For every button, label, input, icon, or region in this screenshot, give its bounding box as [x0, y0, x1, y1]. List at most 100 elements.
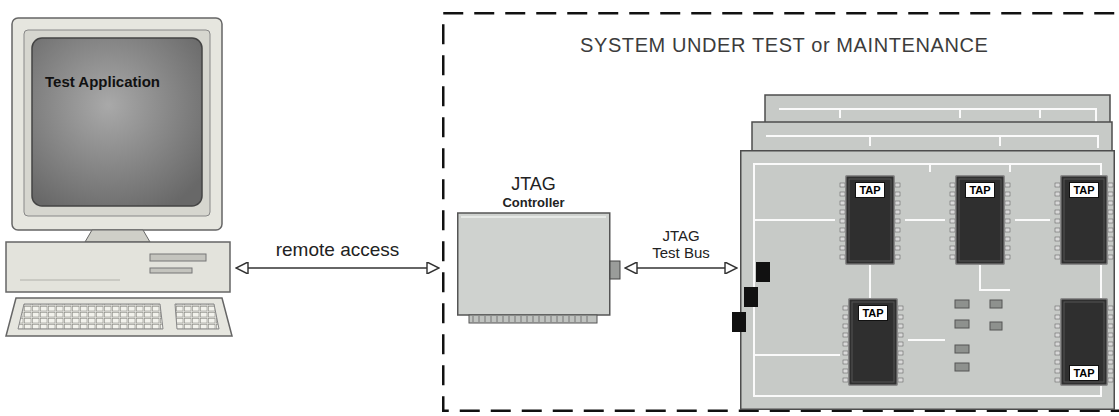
- drive-slot: [150, 254, 206, 261]
- chip-pin: [895, 237, 900, 241]
- chip-pin: [1005, 228, 1010, 232]
- chip-pin: [1108, 219, 1113, 223]
- tap-chip: TAP: [845, 175, 895, 265]
- chip-pin: [1055, 246, 1060, 250]
- edge-finger: [503, 316, 504, 322]
- tap-label: TAP: [855, 182, 884, 198]
- text-group: TAP: [845, 180, 895, 198]
- edge-connector: [469, 315, 597, 323]
- chip-pin: [1005, 219, 1010, 223]
- controller-edge: [461, 216, 606, 218]
- chip-body: [956, 176, 1005, 265]
- edge-finger: [545, 316, 546, 322]
- edge-finger: [575, 316, 576, 322]
- smd-component: [955, 345, 969, 353]
- bus-arrow: [625, 267, 737, 269]
- board-trace: [754, 164, 1101, 396]
- monitor-stand: [85, 230, 150, 242]
- chip-pin: [1108, 210, 1113, 214]
- text-group: TAP: [1060, 180, 1108, 198]
- chip-pin: [950, 219, 955, 223]
- monitor-bezel: [24, 30, 210, 216]
- chip-pin: [950, 192, 955, 196]
- chip-pin: [950, 210, 955, 214]
- computer-shape: [3, 15, 233, 338]
- chip-pin: [898, 333, 903, 337]
- edge-finger: [569, 316, 570, 322]
- chip-pin: [1055, 315, 1060, 319]
- chip-pin: [950, 246, 955, 250]
- edge-finger: [587, 316, 588, 322]
- chip-pin: [843, 369, 848, 373]
- circuit-board: TAP TAP TAP TAP TAP: [740, 150, 1115, 410]
- chip-body: [1061, 299, 1108, 386]
- chip-pin: [1055, 228, 1060, 232]
- chip-pin: [1055, 369, 1060, 373]
- chip-pin: [1055, 306, 1060, 310]
- chip-pin: [1005, 210, 1010, 214]
- chip-pin: [1055, 201, 1060, 205]
- chip-pin: [843, 342, 848, 346]
- edge-label: remote access: [274, 239, 402, 261]
- chip-pin: [1055, 192, 1060, 196]
- chip-pin: [840, 192, 845, 196]
- smd-component: [990, 322, 1002, 330]
- chip-pin: [1055, 333, 1060, 337]
- chip-pin: [950, 237, 955, 241]
- chip-inner: [1064, 179, 1104, 261]
- chip-pin: [898, 369, 903, 373]
- computer-node: Test Application: [3, 15, 233, 338]
- chip-pin: [840, 210, 845, 214]
- edge-finger: [539, 316, 540, 322]
- chip-pin: [1108, 378, 1113, 382]
- chip-pin: [1005, 183, 1010, 187]
- board-edge-connector: [732, 312, 746, 332]
- edge-finger: [551, 316, 552, 322]
- bus-arrow: [236, 267, 439, 269]
- smd-component: [955, 300, 969, 308]
- edge-finger: [521, 316, 522, 322]
- jtag-controller: JTAGController: [457, 175, 622, 330]
- tap-label: TAP: [965, 182, 994, 198]
- smd-component: [955, 320, 969, 328]
- chip-pin: [895, 246, 900, 250]
- chip-pin: [1055, 351, 1060, 355]
- edge-finger: [581, 316, 582, 322]
- text-group: TAP: [955, 180, 1005, 198]
- chip-pin: [1108, 246, 1113, 250]
- chip-pin: [1055, 237, 1060, 241]
- edge-finger: [527, 316, 528, 322]
- chip-pin: [843, 351, 848, 355]
- edge-finger: [563, 316, 564, 322]
- chip-pin: [1055, 360, 1060, 364]
- board-edge-connector: [756, 262, 770, 282]
- chip-pin: [1108, 324, 1113, 328]
- edge-finger: [479, 316, 480, 322]
- chip-pin: [895, 219, 900, 223]
- device-label: Controller: [457, 195, 610, 211]
- chip-pin: [1108, 369, 1113, 373]
- tap-chip: TAP: [1060, 298, 1108, 386]
- chip-pin: [840, 219, 845, 223]
- chip-pin: [898, 306, 903, 310]
- computer-illustration: [6, 18, 232, 336]
- chip-pin: [895, 255, 900, 259]
- chip-inner: [959, 179, 1001, 261]
- text-group: SYSTEM UNDER TEST or MAINTENANCE: [580, 34, 989, 57]
- chip-body: [1061, 176, 1108, 265]
- chip-inner: [852, 302, 894, 382]
- edge-finger: [473, 316, 474, 322]
- board-edge-connector: [744, 287, 758, 307]
- chip-pin: [1108, 237, 1113, 241]
- chip-pin: [1108, 315, 1113, 319]
- chip-pin: [843, 378, 848, 382]
- tap-label: TAP: [1069, 182, 1098, 198]
- chip-pin: [1055, 378, 1060, 382]
- chip-pin: [1108, 255, 1113, 259]
- text-group: TAP: [1060, 363, 1108, 381]
- chip-pin: [1055, 219, 1060, 223]
- drive-slot: [150, 268, 192, 273]
- chip-pin: [840, 237, 845, 241]
- tap-label: TAP: [858, 305, 887, 321]
- board-trace: [840, 109, 1040, 118]
